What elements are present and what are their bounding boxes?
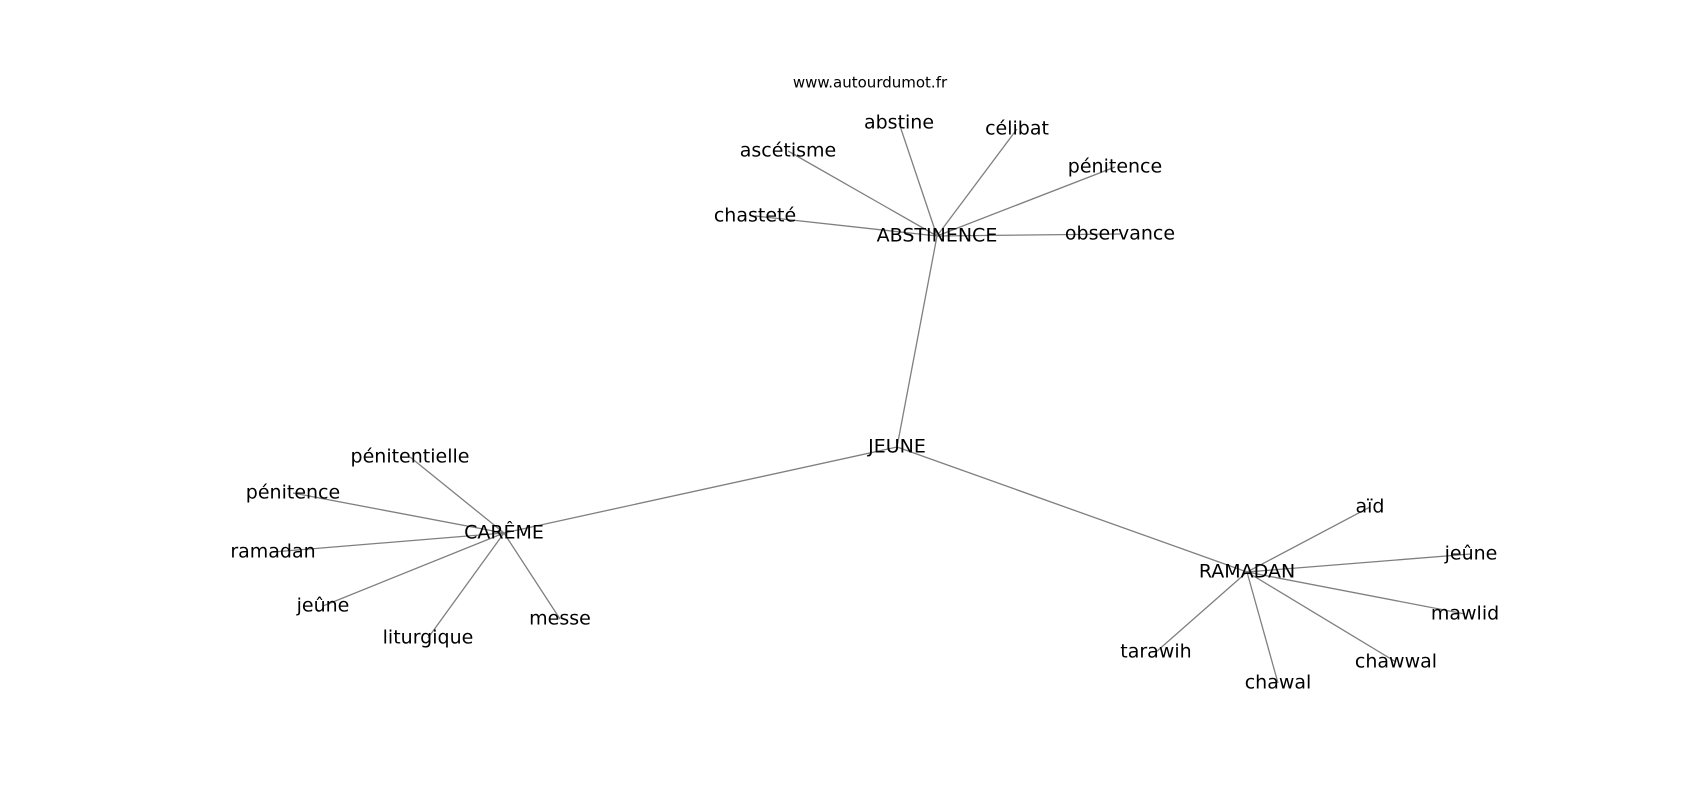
node-leaf-careme-ramadan[interactable]: ramadan [230, 541, 315, 563]
edge-ramadan-aid [1246, 506, 1371, 573]
labels-layer: www.autourdumot.fr JEUNE ABSTINENCE abstin… [230, 74, 1499, 694]
edge-careme-penitentielle [409, 456, 505, 534]
node-leaf-careme-jeune[interactable]: jeûne [296, 595, 350, 617]
node-leaf-abstinence-penitence[interactable]: pénitence [1068, 156, 1162, 178]
edge-jeune-careme [503, 446, 898, 534]
node-leaf-ramadan-aid[interactable]: aïd [1356, 496, 1385, 518]
node-leaf-abstinence-celibat[interactable]: célibat [985, 118, 1049, 140]
node-center-jeune[interactable]: JEUNE [867, 436, 926, 458]
node-leaf-ramadan-chawwal[interactable]: chawwal [1355, 651, 1437, 673]
edge-abstinence-penitence [936, 166, 1116, 237]
node-leaf-careme-penitentielle[interactable]: pénitentielle [351, 446, 470, 468]
edge-abstinence-observance [936, 233, 1121, 237]
node-leaf-ramadan-tarawih[interactable]: tarawih [1120, 641, 1191, 663]
edge-careme-messe [503, 532, 561, 620]
edge-careme-liturgique [427, 532, 505, 639]
edge-ramadan-mawlid [1246, 571, 1466, 615]
edge-jeune-abstinence [896, 235, 938, 448]
edge-ramadan-jeune [1246, 553, 1472, 573]
edge-abstinence-abstine [898, 122, 938, 237]
node-hub-careme[interactable]: CARÊME [464, 521, 544, 544]
edge-careme-penitence [292, 492, 505, 534]
node-hub-abstinence[interactable]: ABSTINENCE [877, 225, 998, 247]
edge-abstinence-chastete [754, 215, 938, 237]
edge-abstinence-ascetisme [787, 150, 938, 237]
node-leaf-ramadan-mawlid[interactable]: mawlid [1431, 603, 1499, 625]
edge-careme-jeune [322, 532, 505, 607]
node-leaf-abstinence-observance[interactable]: observance [1065, 223, 1175, 245]
node-leaf-careme-penitence[interactable]: pénitence [246, 482, 340, 504]
node-leaf-careme-liturgique[interactable]: liturgique [383, 627, 474, 649]
node-leaf-ramadan-chawal[interactable]: chawal [1245, 672, 1312, 694]
watermark-text[interactable]: www.autourdumot.fr [793, 74, 948, 92]
node-leaf-abstinence-abstine[interactable]: abstine [864, 112, 934, 134]
node-hub-ramadan[interactable]: RAMADAN [1199, 561, 1295, 583]
edge-jeune-ramadan [896, 446, 1248, 573]
node-leaf-ramadan-jeune[interactable]: jeûne [1444, 543, 1498, 565]
node-leaf-abstinence-ascetisme[interactable]: ascétisme [740, 140, 837, 162]
node-leaf-careme-messe[interactable]: messe [529, 608, 591, 630]
edges-layer [272, 122, 1472, 684]
edge-ramadan-tarawih [1155, 571, 1248, 653]
edge-ramadan-chawwal [1246, 571, 1397, 663]
edge-abstinence-celibat [936, 128, 1018, 237]
edge-careme-ramadan [272, 532, 505, 553]
edge-ramadan-chawal [1246, 571, 1279, 684]
node-leaf-abstinence-chastete[interactable]: chasteté [714, 205, 796, 227]
